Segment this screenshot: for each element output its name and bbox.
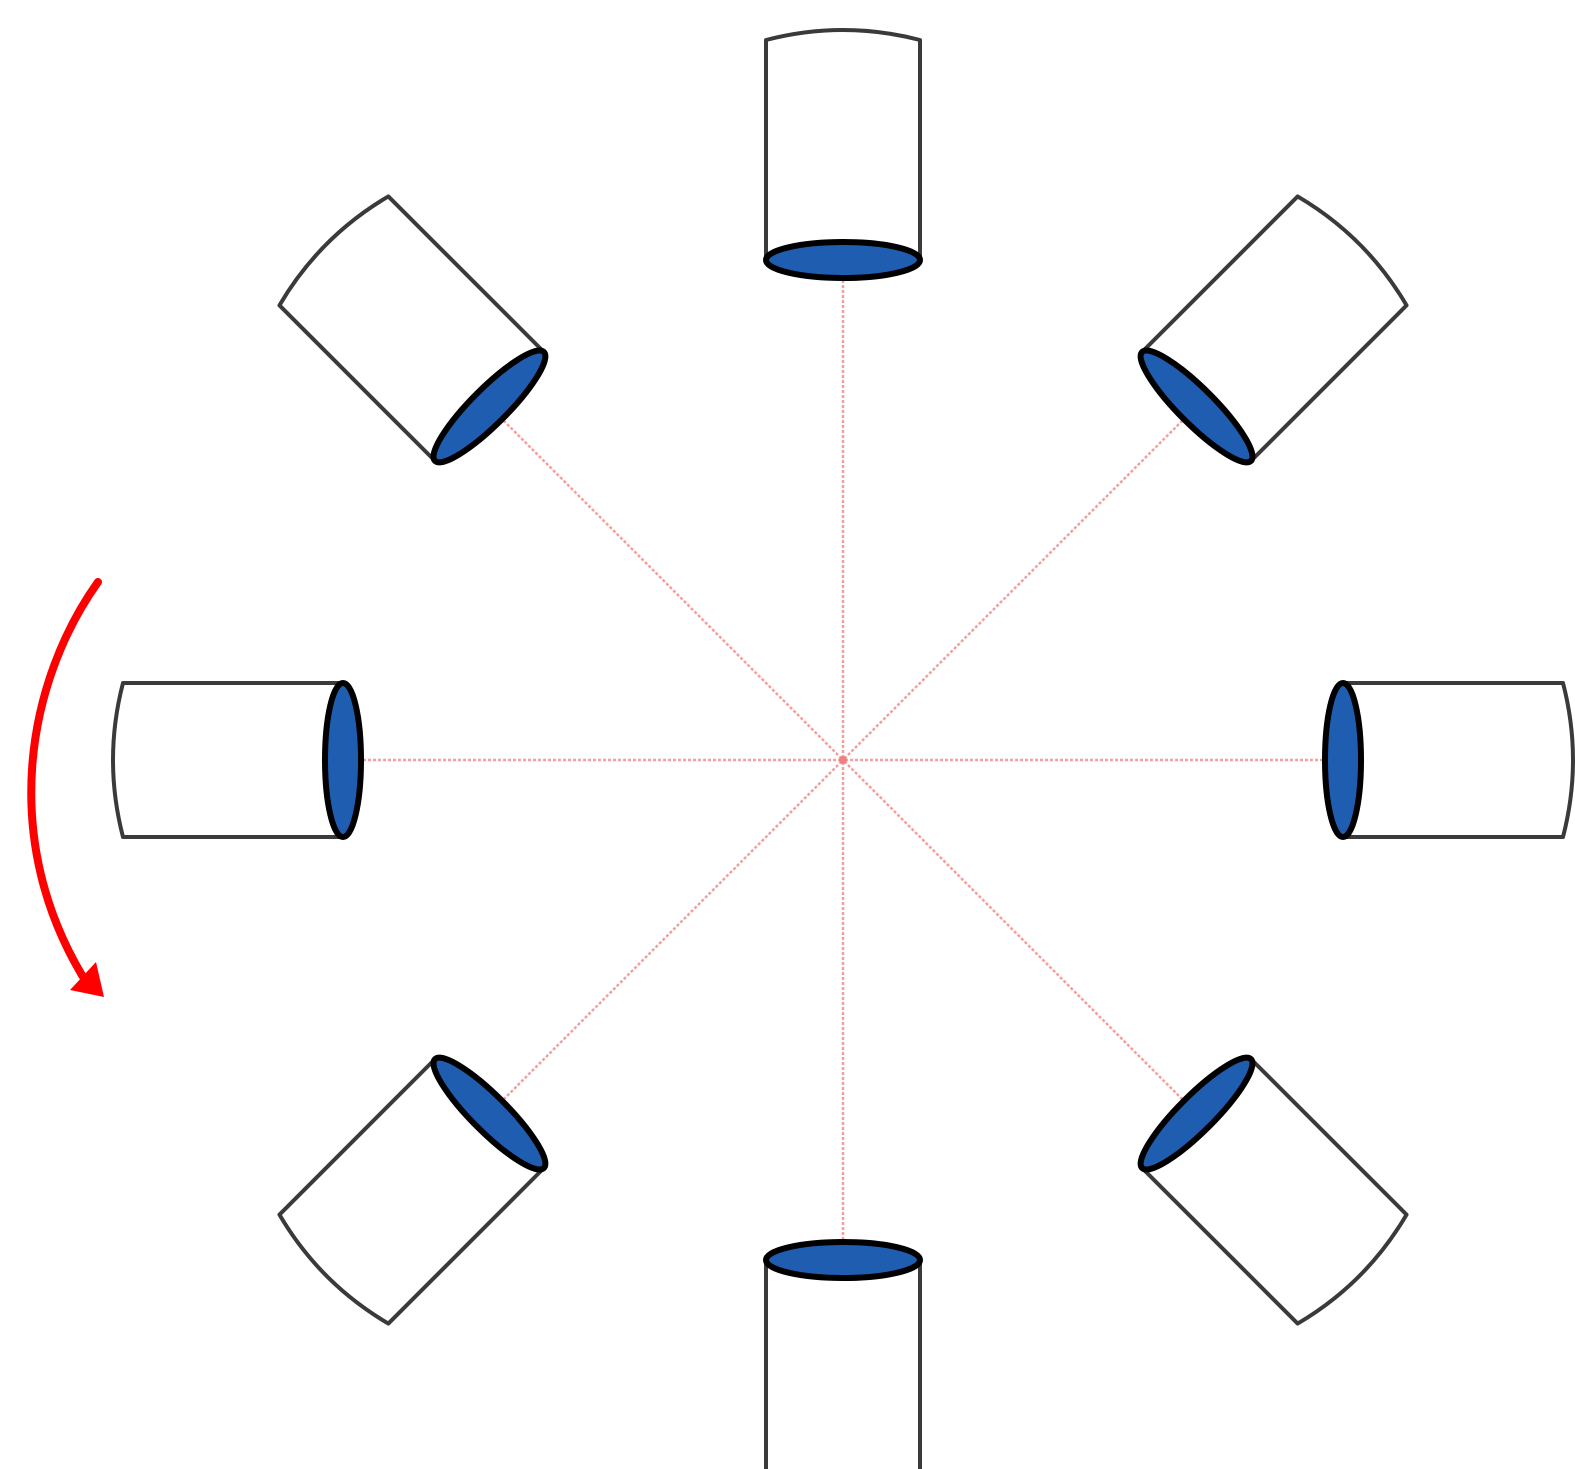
rotation-arrowhead-icon (70, 962, 104, 997)
camera (277, 1054, 549, 1326)
camera-ring (111, 28, 1575, 1469)
camera (763, 1239, 923, 1469)
camera (763, 28, 923, 281)
rotation-arrow (27, 578, 102, 989)
camera (1322, 680, 1575, 840)
camera-body (764, 1258, 922, 1469)
camera-body (277, 194, 546, 463)
camera (111, 680, 364, 840)
camera-lens (430, 1054, 549, 1173)
camera-lens (1322, 680, 1364, 840)
camera-body (111, 681, 345, 839)
camera-body (1341, 681, 1575, 839)
camera-lens (322, 680, 364, 840)
sight-line (488, 405, 844, 761)
camera-lens (430, 347, 549, 466)
camera (277, 194, 549, 466)
camera-body (277, 1057, 546, 1326)
camera (1137, 1054, 1409, 1326)
sight-line (842, 759, 1198, 1115)
camera-lens (763, 239, 923, 281)
sight-line (842, 405, 1198, 761)
sight-line (488, 759, 844, 1115)
camera-lens (763, 1239, 923, 1281)
sight-lines (343, 260, 1343, 1260)
center-point-group (839, 756, 847, 764)
camera-body (764, 28, 922, 262)
camera (1137, 194, 1409, 466)
center-point (839, 756, 847, 764)
rotation-arrow-group (27, 578, 104, 997)
camera-lens (1137, 347, 1256, 466)
